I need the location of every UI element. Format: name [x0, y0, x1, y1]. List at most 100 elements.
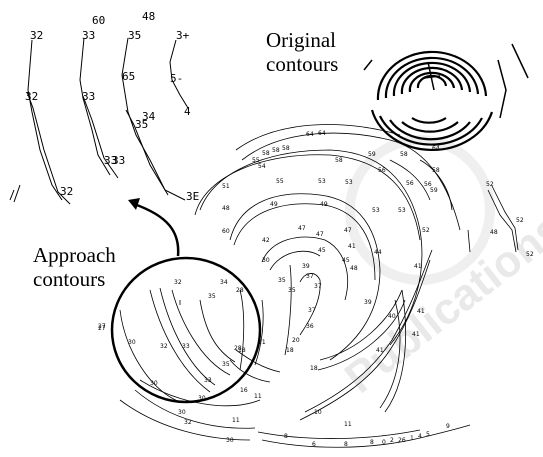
- approach-contours: [119, 124, 519, 448]
- contour-number: 52: [516, 217, 524, 224]
- contour-number: 40: [388, 313, 396, 320]
- zoom-number: 60: [92, 14, 105, 27]
- contour-number: 41: [417, 308, 425, 315]
- contour-number: 56: [424, 181, 432, 188]
- contour-number: 10: [314, 409, 322, 416]
- contour-number: 51: [222, 183, 230, 190]
- zoom-number: 32: [25, 90, 38, 103]
- contour-number: 58: [282, 145, 290, 152]
- zoom-contour-1: [27, 39, 63, 201]
- contour-number: 53: [318, 178, 326, 185]
- contour-numbers: 64 64 58 58 58 55 54 59 58 58 64 51 55 5…: [98, 130, 534, 448]
- contour-number: 30: [178, 409, 186, 416]
- contour-number: 48: [350, 265, 358, 272]
- contour-number: 41: [412, 331, 420, 338]
- contour-number: 59: [430, 187, 438, 194]
- approach-contours-label-line2: contours: [33, 267, 106, 291]
- contour-number: 18: [238, 347, 246, 354]
- contour-number: 8: [284, 433, 288, 440]
- zoom-number: 35: [128, 29, 141, 42]
- contour-number: 44: [374, 249, 382, 256]
- contour-number: 53: [372, 207, 380, 214]
- contour-number: 45: [342, 257, 350, 264]
- original-fingerprint: [363, 43, 529, 152]
- contour-number: 52: [526, 251, 534, 258]
- pointer-arrow: [128, 198, 180, 257]
- contour-number: 5: [426, 431, 430, 438]
- zoom-contour-2b: [82, 95, 119, 179]
- contour-number: 47: [344, 227, 352, 234]
- contour-number: 48: [222, 205, 230, 212]
- contour-number: 47: [316, 231, 324, 238]
- contour-number: 60: [222, 228, 230, 235]
- contour-number: 53: [345, 179, 353, 186]
- contour-number: 11: [254, 393, 262, 400]
- contour-number: 59: [368, 151, 376, 158]
- original-contours-label: Original contours: [266, 28, 338, 76]
- contour-number: 4: [418, 433, 422, 440]
- watermark: Publications: [336, 135, 543, 403]
- approach-contours-label-line1: Approach: [33, 243, 116, 267]
- zoom-number: 48: [142, 10, 155, 23]
- contour-number: 11: [344, 421, 352, 428]
- contour-number: 30: [128, 339, 136, 346]
- contour-number: 48: [490, 229, 498, 236]
- contour-number: 55: [252, 157, 260, 164]
- contour-number: 27: [98, 325, 106, 332]
- contour-number: 28: [236, 287, 244, 294]
- contour-number: 34: [220, 279, 228, 286]
- contour-number: 52: [486, 181, 494, 188]
- contour-number: 56: [378, 167, 386, 174]
- zoom-contour-4: [169, 39, 189, 109]
- contour-number: 30: [198, 395, 206, 402]
- contour-number: 39: [364, 299, 372, 306]
- contour-number: 42: [262, 237, 270, 244]
- contour-number: 37: [314, 283, 322, 290]
- contour-number: 16: [240, 387, 248, 394]
- zoom-number: 33: [82, 90, 95, 103]
- zoom-number: 32: [30, 29, 43, 42]
- contour-number: 54: [258, 163, 266, 170]
- contour-number: 49: [320, 201, 328, 208]
- contour-number: 45: [318, 247, 326, 254]
- contour-number: 32: [174, 279, 182, 286]
- contour-number: 35: [288, 287, 296, 294]
- zoom-contour-1b: [26, 91, 71, 205]
- zoom-number: 35: [135, 118, 148, 131]
- contour-number: 18: [310, 365, 318, 372]
- contour-number: 58: [400, 151, 408, 158]
- contour-number: 35: [222, 361, 230, 368]
- zoom-numbers: 32 33 35 3+ 60 48 32 33 65 5- 34 35 4 33…: [25, 10, 199, 203]
- contour-number: 20: [292, 337, 300, 344]
- contour-number: 64: [306, 131, 314, 138]
- zoom-number: 34: [142, 110, 156, 123]
- highlight-circle: [110, 256, 262, 404]
- zoom-number: 3E: [186, 190, 199, 203]
- contour-number: 2: [390, 437, 394, 444]
- contour-number: 41: [348, 243, 356, 250]
- zoom-number: 5-: [170, 72, 183, 85]
- contour-number: 49: [270, 201, 278, 208]
- contour-number: 39: [302, 263, 310, 270]
- contour-number: 0: [382, 439, 386, 446]
- contour-number: 9: [446, 423, 450, 430]
- zoom-contour-edge: [9, 184, 21, 203]
- zoom-number: 33: [104, 154, 117, 167]
- contour-number: 58: [335, 157, 343, 164]
- contour-number: 36: [306, 323, 314, 330]
- zoom-contour-2: [79, 37, 111, 176]
- contour-number: 18: [286, 347, 294, 354]
- contour-number: 32: [184, 419, 192, 426]
- contour-number: 37: [306, 273, 314, 280]
- contour-number: 30: [262, 257, 270, 264]
- contour-number: 26: [398, 437, 406, 444]
- zoom-contour-3b: [125, 109, 169, 196]
- zoom-inset: [9, 37, 189, 205]
- contour-number: 53: [398, 207, 406, 214]
- contour-number: 1: [410, 435, 414, 442]
- original-contours-label-line1: Original: [266, 28, 336, 52]
- zoom-number: 33: [82, 29, 95, 42]
- contour-number: 55: [276, 178, 284, 185]
- original-contours-label-line2: contours: [266, 52, 339, 76]
- contour-number: 64: [318, 130, 326, 137]
